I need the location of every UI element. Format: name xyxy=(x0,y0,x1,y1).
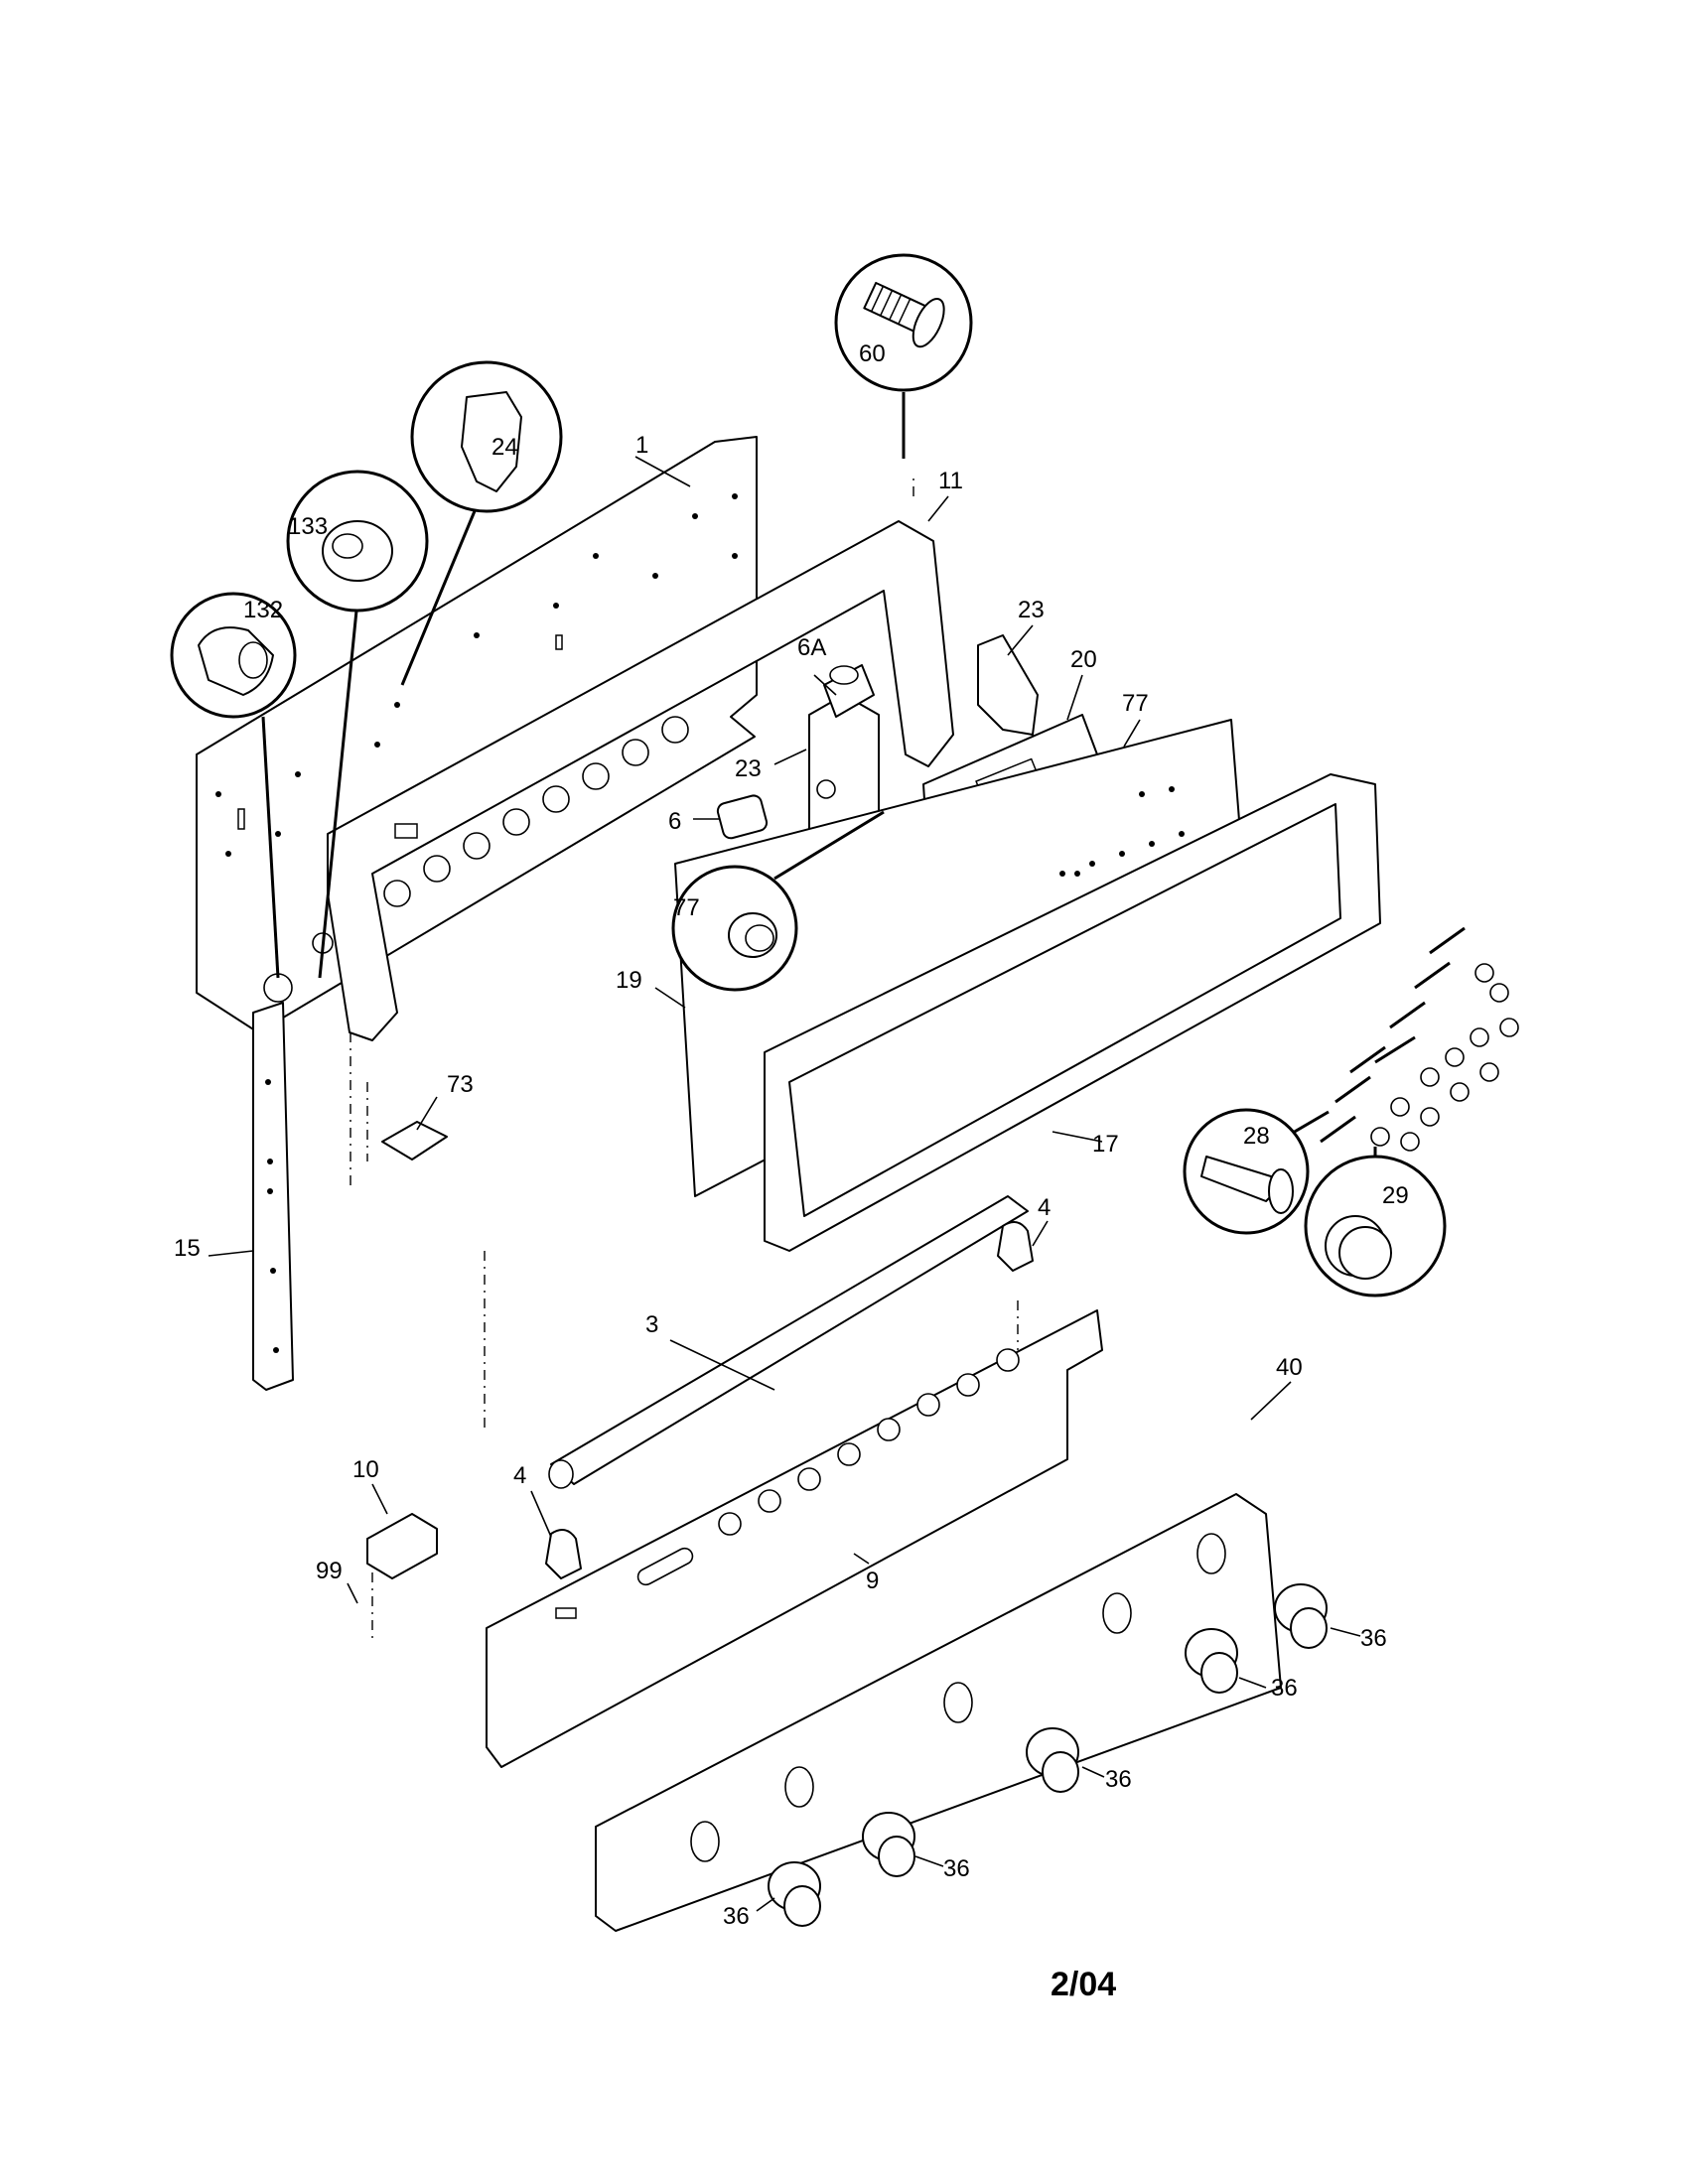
knob-part-36-2 xyxy=(1185,1628,1238,1694)
callout-circle-24 xyxy=(410,360,563,513)
trim-frame-part-17 xyxy=(764,773,1381,1252)
label-36-3: 36 xyxy=(1105,1766,1132,1793)
label-19: 19 xyxy=(616,967,642,994)
knob-part-36-3 xyxy=(1026,1727,1079,1793)
part-73-pad xyxy=(381,1121,448,1160)
socket-part-6A xyxy=(823,664,875,718)
callout-circle-60 xyxy=(834,253,973,392)
clip-part-4-lower xyxy=(545,1529,582,1579)
label-6: 6 xyxy=(668,808,681,835)
bracket-part-15 xyxy=(252,1002,294,1391)
label-73: 73 xyxy=(447,1071,474,1098)
label-17: 17 xyxy=(1092,1131,1119,1158)
label-10: 10 xyxy=(352,1456,379,1483)
label-133: 133 xyxy=(288,513,328,540)
label-36-5: 36 xyxy=(723,1903,750,1930)
clip-part-4-upper xyxy=(997,1221,1034,1272)
label-11: 11 xyxy=(938,468,963,494)
knob-part-36-4 xyxy=(862,1812,915,1877)
label-40: 40 xyxy=(1276,1354,1303,1381)
part-labels: 60 1 11 24 133 132 23 6A 20 77 23 6 77 1… xyxy=(174,341,1409,1930)
label-36-1: 36 xyxy=(1360,1625,1387,1652)
page-code: 2/04 xyxy=(1051,1966,1116,2003)
label-77-small: 77 xyxy=(1122,690,1149,717)
label-3: 3 xyxy=(645,1311,658,1338)
control-panel-frame-part-11 xyxy=(327,520,954,1041)
bracket-part-23-right xyxy=(977,634,1039,736)
part-6-cylinder xyxy=(716,794,769,840)
label-9: 9 xyxy=(866,1568,879,1594)
label-6A: 6A xyxy=(797,634,826,661)
callout-circle-28 xyxy=(1183,1108,1310,1235)
label-28: 28 xyxy=(1243,1123,1270,1150)
screw-nut-set xyxy=(1320,926,1519,1152)
switch-part-10 xyxy=(366,1513,438,1579)
label-99: 99 xyxy=(316,1558,343,1584)
callout-circle-133 xyxy=(286,470,429,613)
label-36-4: 36 xyxy=(943,1855,970,1882)
label-23-right: 23 xyxy=(1018,597,1045,623)
tube-part-3 xyxy=(548,1195,1029,1489)
label-77-callout: 77 xyxy=(673,894,700,921)
knob-part-36-5 xyxy=(768,1861,821,1927)
callout-circle-132 xyxy=(170,592,297,719)
label-4-upper: 4 xyxy=(1038,1194,1051,1221)
label-23-left: 23 xyxy=(735,755,762,782)
front-panel-part-40 xyxy=(595,1493,1282,1932)
label-20: 20 xyxy=(1070,646,1097,673)
label-1: 1 xyxy=(635,432,648,459)
callout-circle-77 xyxy=(671,865,798,992)
callout-circle-29 xyxy=(1304,1155,1447,1297)
knob-part-36-1 xyxy=(1274,1583,1328,1649)
label-24: 24 xyxy=(491,434,518,461)
label-132: 132 xyxy=(243,597,283,623)
label-4-lower: 4 xyxy=(513,1462,526,1489)
label-15: 15 xyxy=(174,1235,201,1262)
label-60: 60 xyxy=(859,341,886,367)
mounting-channel-part-9 xyxy=(486,1309,1103,1768)
leader-lines xyxy=(208,392,1377,1912)
label-29: 29 xyxy=(1382,1182,1409,1209)
label-36-2: 36 xyxy=(1271,1675,1298,1702)
